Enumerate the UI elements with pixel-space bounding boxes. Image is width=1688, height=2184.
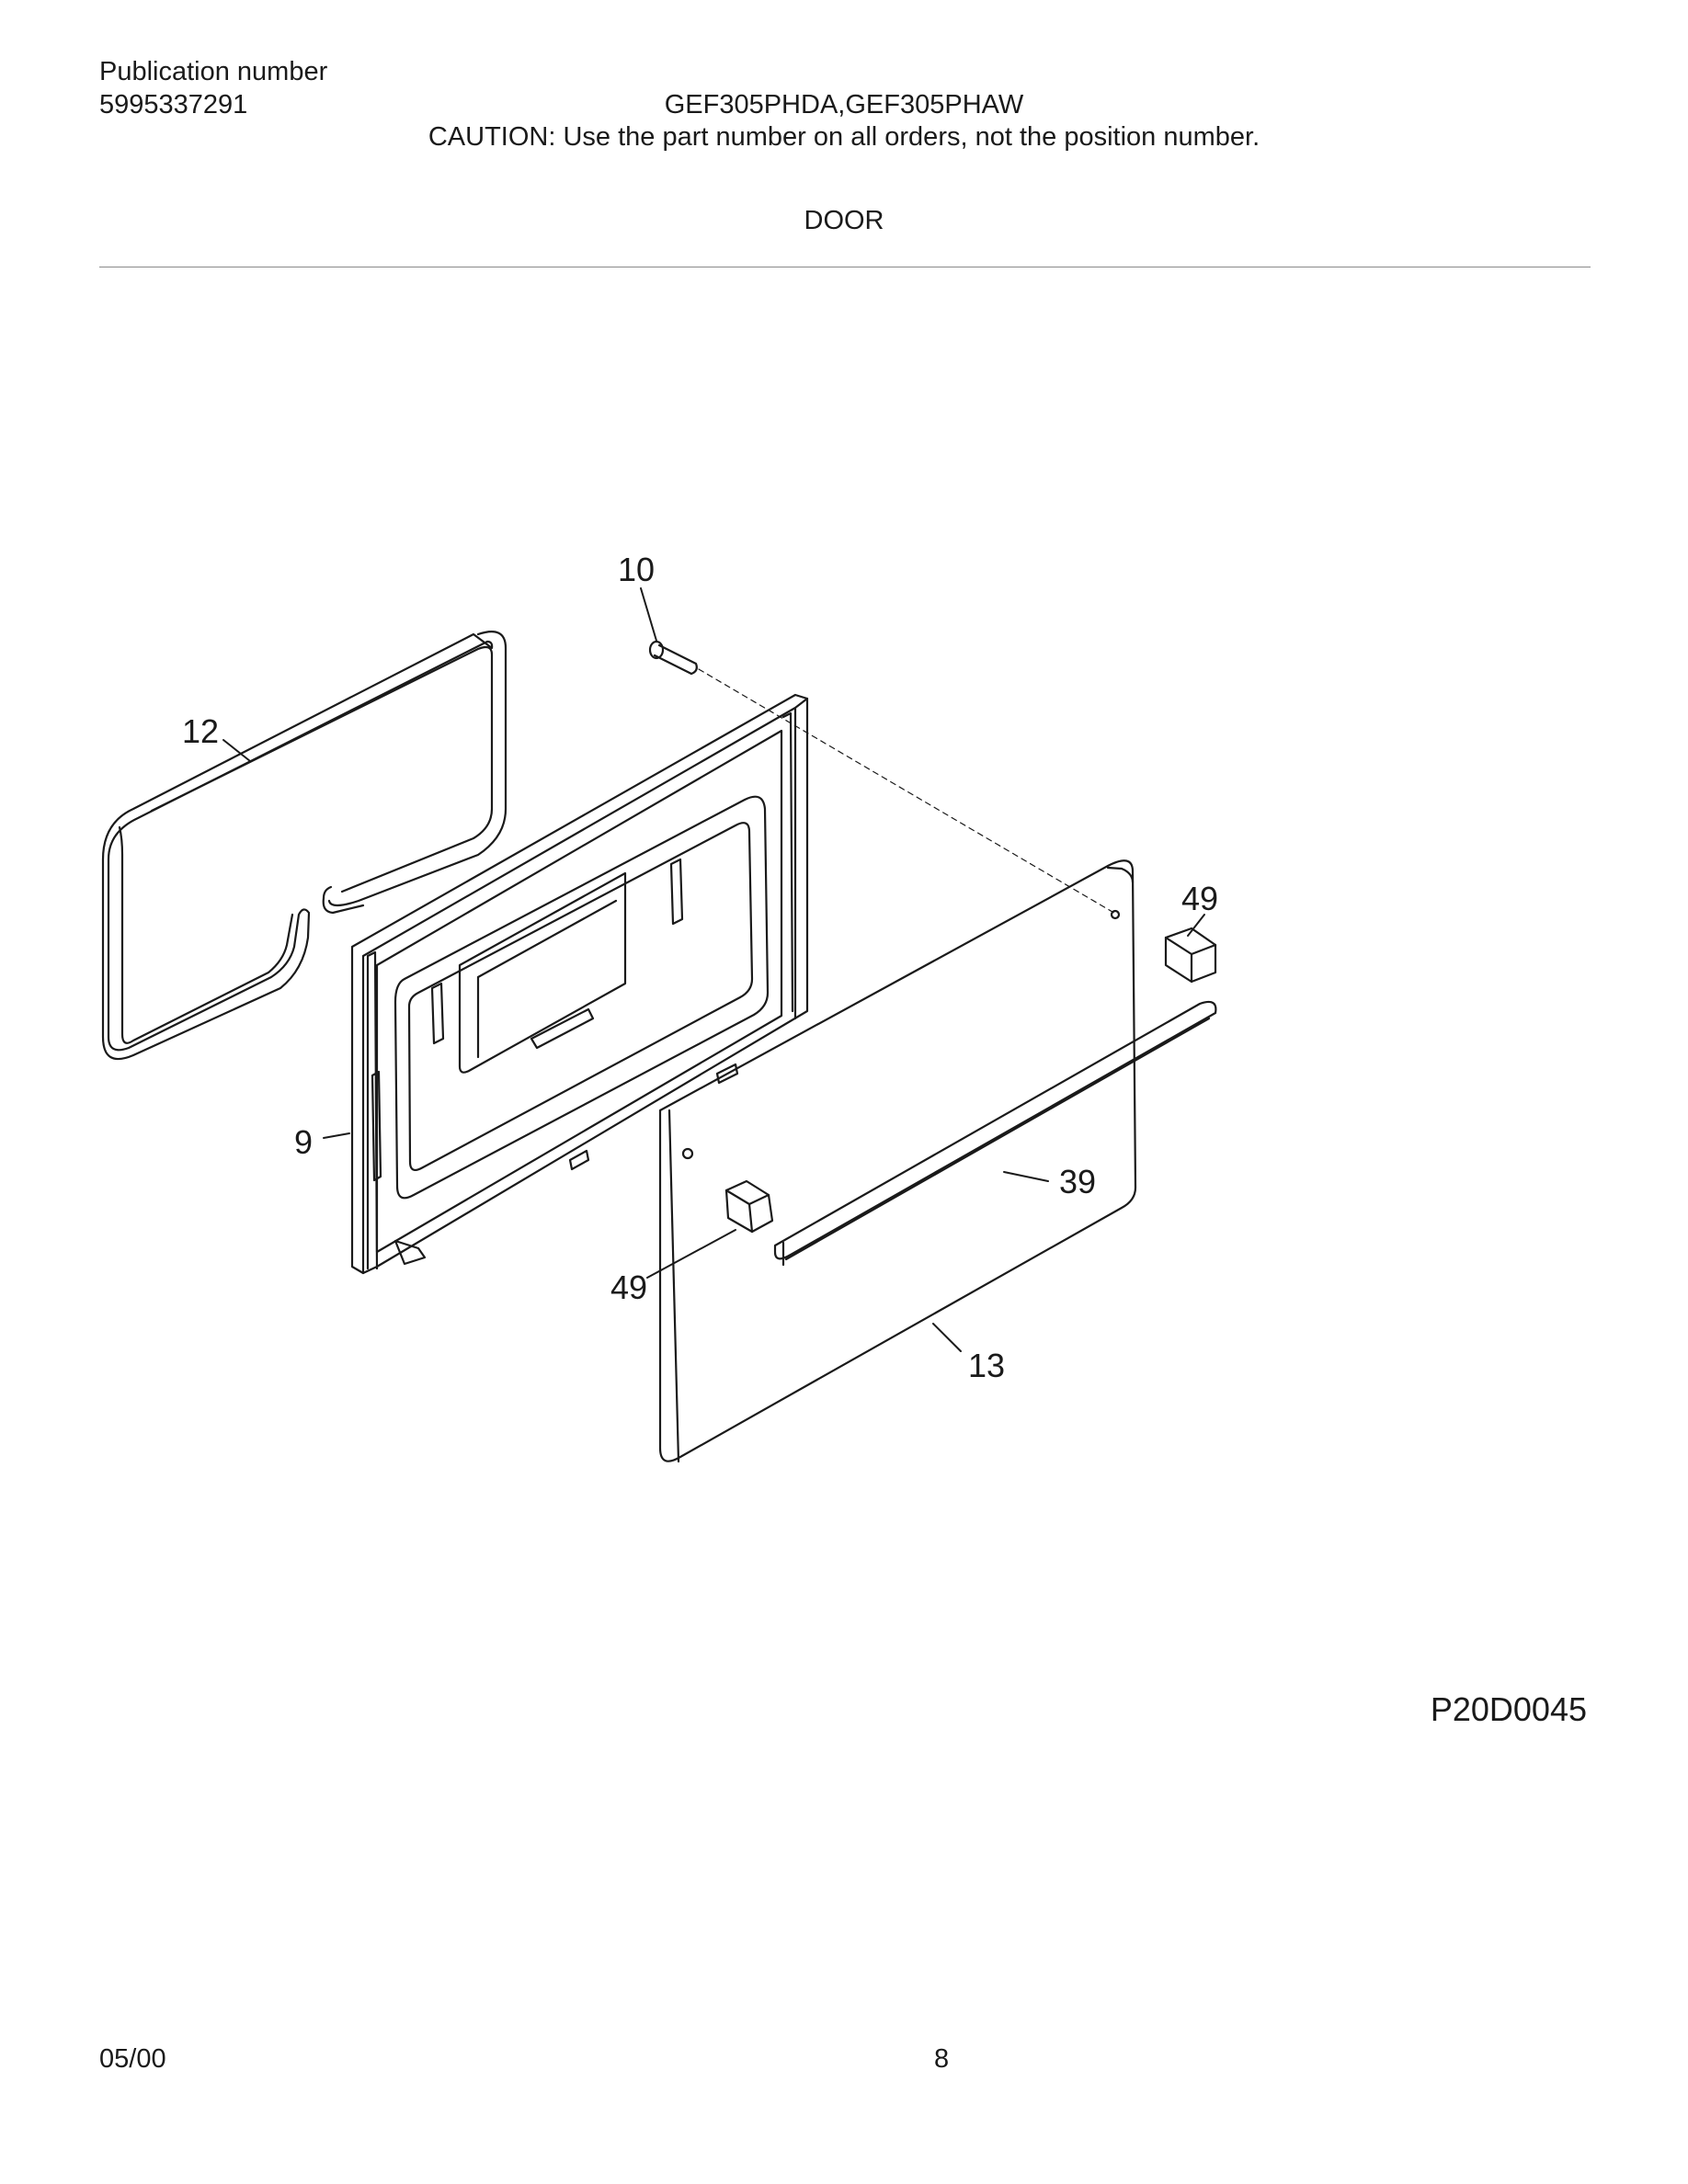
section-title: DOOR bbox=[804, 206, 884, 235]
inner-door-part bbox=[350, 693, 809, 1275]
door-screw-part bbox=[648, 640, 698, 676]
callout-39: 39 bbox=[1059, 1163, 1096, 1200]
door-handle-part bbox=[773, 1000, 1217, 1267]
callout-10: 10 bbox=[618, 551, 655, 588]
handle-mount-top-part bbox=[1164, 927, 1217, 984]
alignment-dashed-line bbox=[698, 668, 1118, 916]
callout-49-top: 49 bbox=[1181, 880, 1218, 917]
handle-mount-bottom-part bbox=[724, 1179, 774, 1234]
model-numbers: GEF305PHDA,GEF305PHAW bbox=[664, 90, 1024, 119]
door-gasket-part bbox=[101, 631, 508, 1061]
publication-number: 5995337291 bbox=[99, 90, 248, 119]
page-number: 8 bbox=[934, 2044, 950, 2074]
outer-door-panel-part bbox=[658, 859, 1137, 1463]
callout-12: 12 bbox=[182, 712, 219, 750]
callout-49-bottom: 49 bbox=[610, 1268, 647, 1306]
callout-leaders bbox=[222, 587, 1205, 1352]
caution-note: CAUTION: Use the part number on all orde… bbox=[428, 122, 1260, 152]
callout-9: 9 bbox=[294, 1123, 313, 1161]
footer-date: 05/00 bbox=[99, 2044, 166, 2074]
publication-label: Publication number bbox=[99, 57, 328, 86]
callout-13: 13 bbox=[968, 1347, 1005, 1384]
figure-code: P20D0045 bbox=[1430, 1690, 1587, 1728]
